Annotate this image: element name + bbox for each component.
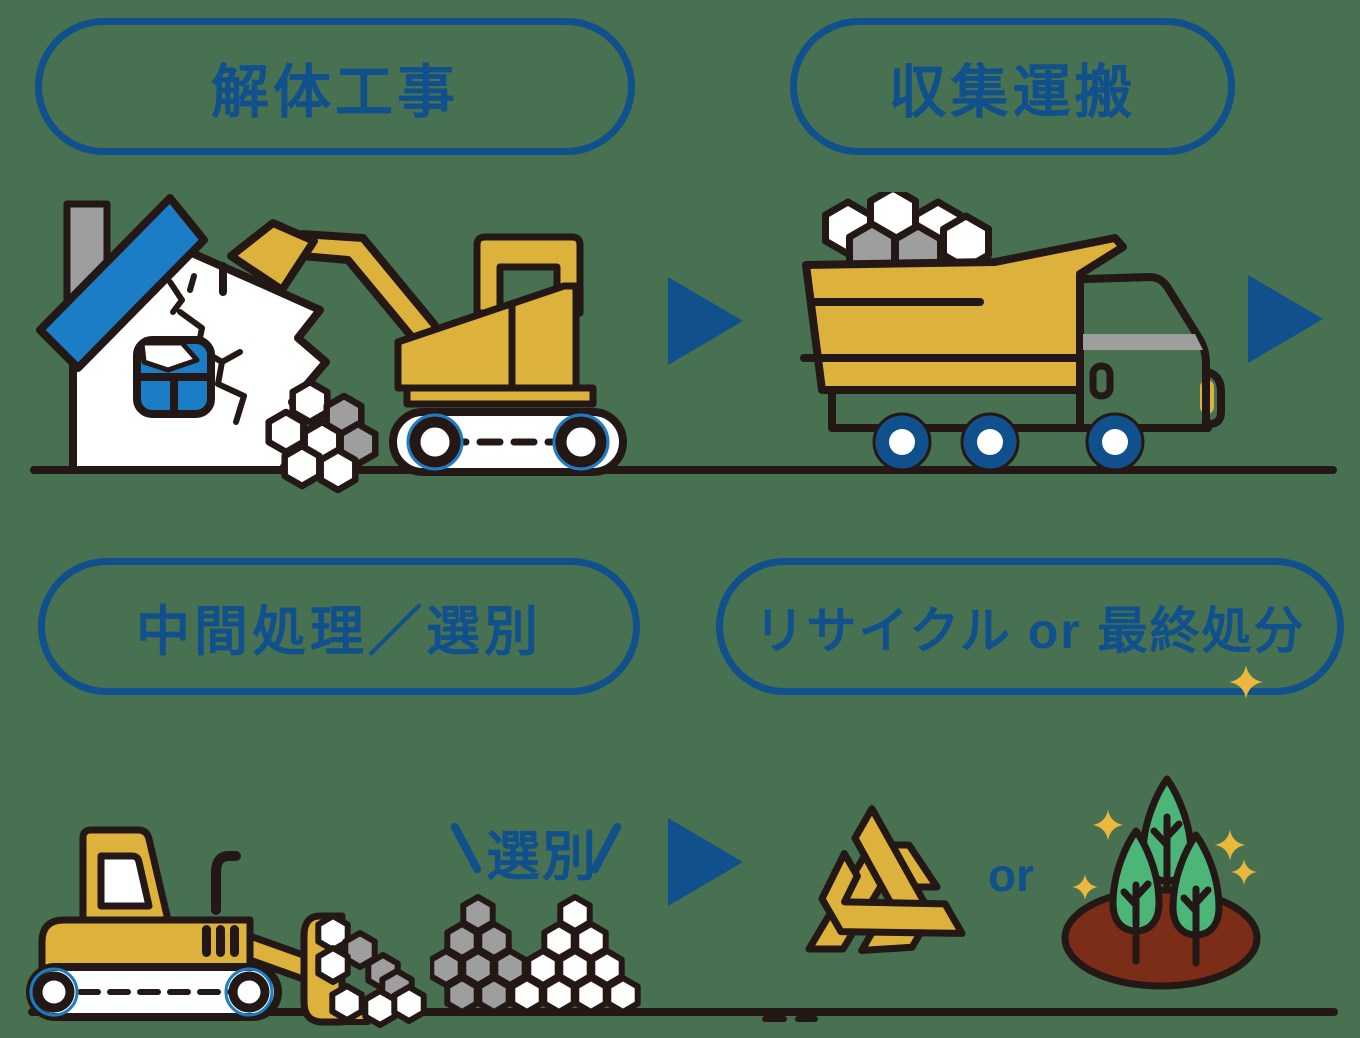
step-label-intermediate-processing-text: 中間処理／選別 bbox=[136, 602, 542, 662]
excavator-track bbox=[389, 408, 627, 476]
house-window bbox=[133, 336, 215, 418]
tree-left bbox=[1109, 827, 1163, 965]
blade-rubble bbox=[318, 916, 423, 1025]
excavator-bucket bbox=[227, 219, 318, 294]
excavator-base bbox=[403, 384, 597, 408]
recycle-arrow-3 bbox=[818, 850, 966, 937]
truck-bumper bbox=[1202, 368, 1225, 428]
step-label-demolition: 解体工事 bbox=[35, 18, 635, 155]
step-label-recycle-or-disposal-text: リサイクル or 最終処分 bbox=[754, 602, 1306, 659]
truck-windshield-stripe bbox=[1083, 334, 1203, 350]
step-label-intermediate-processing: 中間処理／選別 bbox=[38, 558, 640, 695]
step-label-demolition-text: 解体工事 bbox=[210, 59, 459, 125]
truck-cab bbox=[1076, 273, 1225, 432]
step-label-recycle-or-disposal: リサイクル or 最終処分 bbox=[716, 558, 1344, 695]
bulldozer-track bbox=[26, 963, 282, 1021]
wall-cracks bbox=[167, 273, 247, 425]
flow-arrow-1-icon bbox=[668, 277, 743, 365]
recycle-symbol-icon bbox=[805, 805, 966, 954]
demolition-illustration bbox=[36, 194, 627, 502]
bulldozer-body bbox=[38, 916, 254, 980]
truck-wheels bbox=[872, 412, 1145, 472]
bulldozer-illustration bbox=[26, 826, 520, 1035]
dump-truck-illustration bbox=[800, 192, 1225, 472]
truck-bed bbox=[800, 234, 1127, 394]
house bbox=[36, 194, 330, 474]
ground-line-row1 bbox=[30, 466, 1337, 474]
house-roof bbox=[36, 194, 208, 372]
or-label: or bbox=[988, 849, 1034, 901]
excavator-arm bbox=[298, 230, 446, 346]
excavator bbox=[219, 219, 627, 476]
tree-right bbox=[1169, 831, 1223, 967]
flow-arrow-2-icon bbox=[1248, 275, 1323, 363]
truck-door-handle bbox=[1089, 362, 1114, 400]
bulldozer-window bbox=[97, 852, 153, 910]
ground-dash-1 bbox=[762, 1016, 787, 1022]
white-rubble-pile bbox=[512, 897, 637, 1012]
bulldozer-cab bbox=[79, 826, 172, 924]
label-sparkle-icon bbox=[1229, 665, 1263, 699]
sorted-rubble-piles bbox=[430, 885, 675, 1025]
excavator-body bbox=[394, 282, 580, 392]
step-label-collection: 収集運搬 bbox=[790, 18, 1235, 155]
step-label-collection-text: 収集運搬 bbox=[888, 59, 1137, 125]
forest-illustration bbox=[1061, 775, 1261, 990]
bulldozer-exhaust bbox=[211, 851, 241, 915]
tree-back bbox=[1139, 775, 1195, 909]
flow-arrow-3-icon bbox=[668, 818, 743, 906]
ground-dash-2 bbox=[795, 1016, 818, 1022]
ground-line-row2 bbox=[28, 1008, 1338, 1016]
sorting-label: 選別 bbox=[486, 827, 598, 887]
